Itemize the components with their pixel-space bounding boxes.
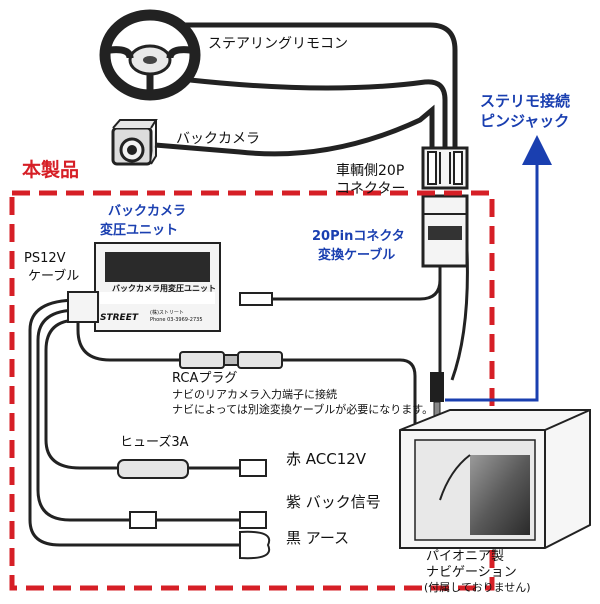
label-vehicle-connector-2: コネクター bbox=[336, 181, 406, 197]
label-back-camera: バックカメラ bbox=[176, 131, 260, 147]
upper-cables bbox=[154, 22, 458, 157]
steering-wheel-icon bbox=[99, 9, 201, 101]
label-rca-note-2: ナビによっては別途変換ケーブルが必要になります。 bbox=[172, 403, 434, 416]
label-rca-plug: RCAプラグ bbox=[172, 371, 238, 386]
fuse-icon bbox=[117, 459, 240, 479]
unit-small-1: (株)ストリート bbox=[150, 310, 184, 316]
unit-label-text: バックカメラ用変圧ユニット bbox=[112, 284, 216, 293]
label-ps12v-1: PS12V bbox=[24, 251, 66, 266]
label-navi-3: (付属しておりません) bbox=[424, 581, 531, 594]
ps12v-connector-icon bbox=[67, 291, 99, 323]
label-navi-2: ナビゲーション bbox=[426, 565, 517, 580]
navigation-unit-icon bbox=[399, 409, 591, 549]
ps12v-harness bbox=[28, 298, 210, 547]
unit-brand: STREET bbox=[100, 313, 138, 323]
label-pin-cable-2: 変換ケーブル bbox=[318, 248, 396, 263]
earth-terminal-icon bbox=[210, 530, 271, 560]
label-stereo-jack-2: ピンジャック bbox=[480, 112, 570, 130]
label-vehicle-connector-1: 車輌側20P bbox=[336, 163, 405, 179]
converter-unit-icon bbox=[94, 242, 221, 332]
unit-side-connector-icon bbox=[239, 266, 442, 306]
label-converter-title-2: 変圧ユニット bbox=[100, 223, 179, 238]
label-black-earth: 黒 アース bbox=[286, 529, 350, 547]
label-ps12v-2: ケーブル bbox=[28, 269, 80, 284]
rca-plug-icon bbox=[179, 351, 417, 425]
label-product: 本製品 bbox=[22, 159, 80, 181]
stereo-jack-arrow bbox=[445, 135, 552, 402]
label-fuse: ヒューズ3A bbox=[120, 435, 189, 450]
label-rca-note-1: ナビのリアカメラ入力端子に接続 bbox=[172, 388, 337, 401]
label-stereo-jack-1: ステリモ接続 bbox=[480, 92, 571, 110]
vehicle-connector-icon bbox=[421, 146, 469, 190]
unit-small-2: Phone 03-3969-2735 bbox=[150, 317, 203, 323]
red-terminal-icon bbox=[239, 459, 267, 477]
label-steering-remote: ステアリングリモコン bbox=[208, 36, 348, 52]
back-camera-icon bbox=[111, 119, 158, 166]
label-navi-1: パイオニア製 bbox=[426, 549, 505, 564]
label-converter-title-1: バックカメラ bbox=[108, 204, 187, 219]
pin-conversion-connector-icon bbox=[421, 194, 469, 268]
label-purple-back: 紫 バック信号 bbox=[286, 493, 381, 511]
purple-terminal-icon bbox=[129, 511, 267, 529]
stereo-jack-plug-icon bbox=[430, 249, 469, 419]
label-pin-cable-1: 20Pinコネクタ bbox=[312, 229, 405, 244]
label-red-acc: 赤 ACC12V bbox=[286, 450, 367, 468]
product-boundary bbox=[9, 190, 495, 591]
